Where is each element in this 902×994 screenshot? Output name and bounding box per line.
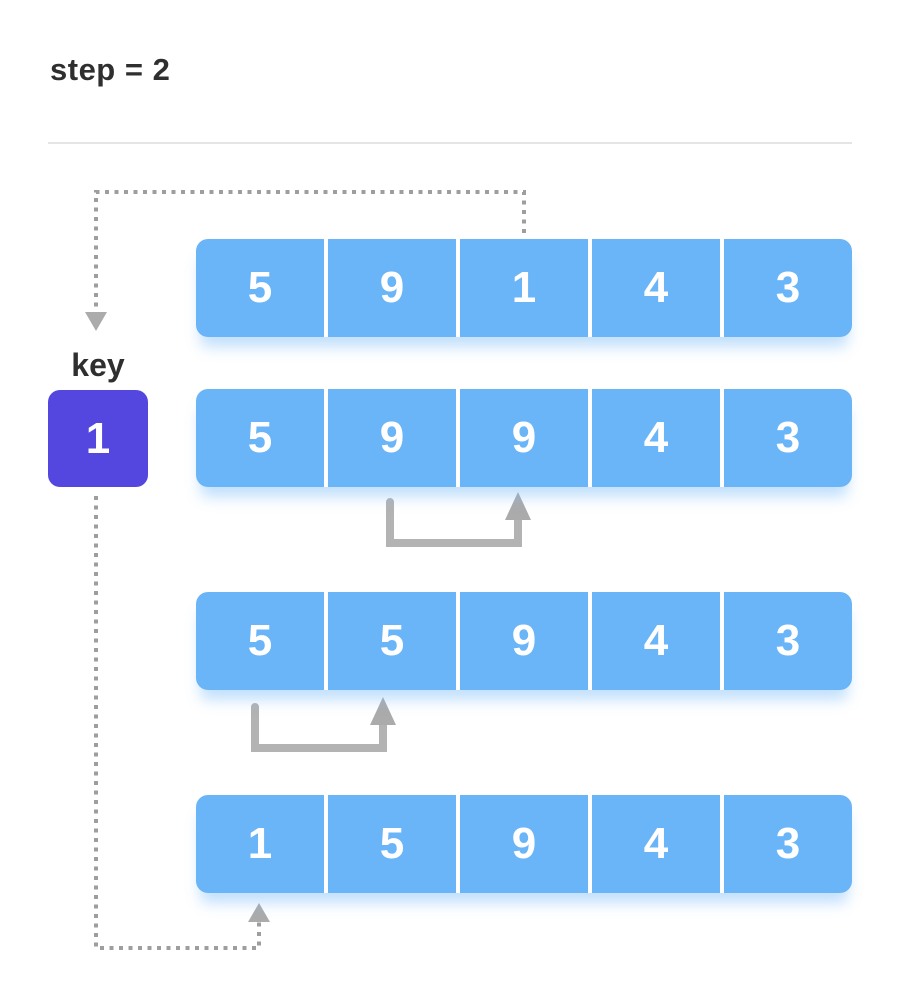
key-box: 1 xyxy=(48,390,148,487)
shift-arrow-row3-arrowhead-icon xyxy=(370,697,396,725)
array-cell: 3 xyxy=(724,389,852,487)
array-cell: 5 xyxy=(196,389,324,487)
shift-arrow-row2-path xyxy=(386,498,522,547)
array-cell: 5 xyxy=(328,795,456,893)
divider-line xyxy=(48,142,852,144)
arrow-up-to-result-icon xyxy=(248,903,270,922)
array-cell: 9 xyxy=(328,389,456,487)
array-cell: 4 xyxy=(592,592,720,690)
insert-key-dotted-path xyxy=(94,496,261,950)
array-cell: 9 xyxy=(460,592,588,690)
shift-arrow-row3-path xyxy=(251,703,387,752)
array-cell: 4 xyxy=(592,239,720,337)
array-cell: 9 xyxy=(460,389,588,487)
array-cell: 3 xyxy=(724,239,852,337)
array-row-2: 5 9 9 4 3 xyxy=(196,389,852,487)
array-cell: 1 xyxy=(196,795,324,893)
array-cell: 4 xyxy=(592,795,720,893)
array-cell: 3 xyxy=(724,795,852,893)
array-cell: 5 xyxy=(196,239,324,337)
array-row-1: 5 9 1 4 3 xyxy=(196,239,852,337)
array-cell: 1 xyxy=(460,239,588,337)
array-cell: 4 xyxy=(592,389,720,487)
array-cell: 9 xyxy=(460,795,588,893)
key-label: key xyxy=(71,347,125,383)
array-cell: 5 xyxy=(328,592,456,690)
array-cell: 9 xyxy=(328,239,456,337)
array-row-4: 1 5 9 4 3 xyxy=(196,795,852,893)
extract-key-dotted-path xyxy=(94,190,526,311)
arrow-down-to-key-icon xyxy=(85,312,107,331)
key-value: 1 xyxy=(85,413,111,463)
step-title: step = 2 xyxy=(50,52,171,87)
array-row-3: 5 5 9 4 3 xyxy=(196,592,852,690)
array-cell: 3 xyxy=(724,592,852,690)
array-cell: 5 xyxy=(196,592,324,690)
shift-arrow-row2-arrowhead-icon xyxy=(505,492,531,520)
